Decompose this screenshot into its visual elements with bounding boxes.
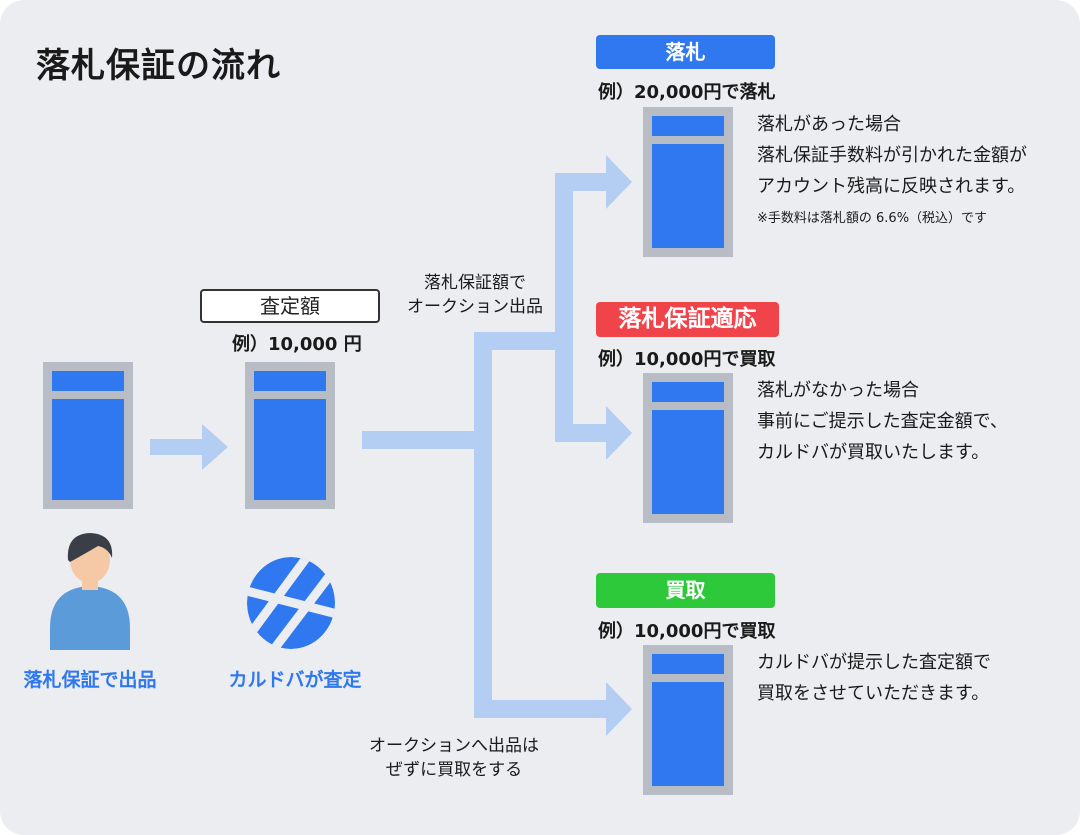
person-icon: [50, 533, 130, 650]
sold-card-document-icon: [643, 107, 733, 257]
outcome-sold-description: 落札があった場合 落札保証手数料が引かれた金額が アカウント残高に反映されます。: [757, 114, 1027, 197]
assessed-card-document-icon: [245, 362, 335, 509]
purchase-card-document-icon: [643, 645, 733, 795]
outcome-purchase-example: 例）10,000円で買取: [598, 621, 776, 642]
outcome-sold-example: 例）20,000円で落札: [598, 82, 776, 103]
assessment-label: 査定額: [200, 289, 380, 323]
upper-flow-label: 落札保証額で オークション出品: [407, 273, 543, 317]
seller-card-document-icon: [43, 362, 133, 509]
outcome-guarantee-description: 落札がなかった場合 事前にご提示した査定金額で、 カルドバが買取いたします。: [757, 380, 1008, 463]
assessment-example: 例）10,000 円: [232, 334, 362, 355]
outcome-sold-note: ※手数料は落札額の 6.6%（税込）です: [757, 211, 988, 226]
outcome-guarantee-badge: 落札保証適応: [596, 302, 779, 337]
guarantee-card-document-icon: [643, 373, 733, 523]
outcome-sold-badge: 落札: [596, 35, 775, 69]
page-title: 落札保証の流れ: [36, 46, 281, 86]
cardova-logo-icon: [247, 557, 335, 649]
outcome-purchase-description: カルドバが提示した査定額で 買取をさせていただきます。: [757, 652, 991, 704]
assessor-caption: カルドバが査定: [228, 669, 362, 691]
outcome-guarantee-example: 例）10,000円で買取: [598, 349, 776, 370]
outcome-purchase-badge: 買取: [596, 573, 775, 608]
lower-flow-label: オークションへ出品は ぜずに買取をする: [369, 736, 539, 780]
seller-caption: 落札保証で出品: [23, 669, 157, 691]
